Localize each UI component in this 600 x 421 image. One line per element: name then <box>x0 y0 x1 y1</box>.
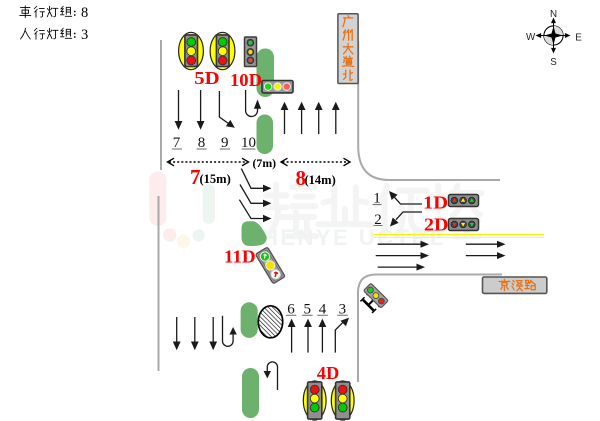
svg-text:(14m): (14m) <box>305 173 336 187</box>
svg-text:8: 8 <box>296 166 307 190</box>
svg-text:8: 8 <box>81 5 88 21</box>
svg-text:5: 5 <box>304 301 312 317</box>
svg-text:10: 10 <box>241 135 256 151</box>
svg-text:1: 1 <box>373 191 381 207</box>
svg-text:W: W <box>526 32 536 43</box>
svg-text:4: 4 <box>319 301 327 317</box>
svg-text:4D: 4D <box>317 363 340 383</box>
svg-text:8: 8 <box>198 135 206 151</box>
svg-text:6: 6 <box>287 301 295 317</box>
svg-text:N: N <box>550 9 557 20</box>
svg-text:7: 7 <box>173 135 181 151</box>
svg-text:(15m): (15m) <box>200 172 231 186</box>
svg-text:2: 2 <box>374 212 382 228</box>
svg-text:5D: 5D <box>194 68 219 88</box>
svg-text:(7m): (7m) <box>253 156 277 170</box>
svg-text:3: 3 <box>339 301 347 317</box>
svg-text:E: E <box>575 33 582 44</box>
svg-text:9: 9 <box>221 135 229 151</box>
svg-text:11D: 11D <box>224 247 256 267</box>
svg-text:S: S <box>550 57 557 68</box>
svg-text:7: 7 <box>190 165 201 189</box>
svg-text:1D: 1D <box>423 193 448 213</box>
svg-text:3: 3 <box>81 27 88 43</box>
svg-text:10D: 10D <box>230 70 262 90</box>
svg-text:2D: 2D <box>424 214 449 234</box>
